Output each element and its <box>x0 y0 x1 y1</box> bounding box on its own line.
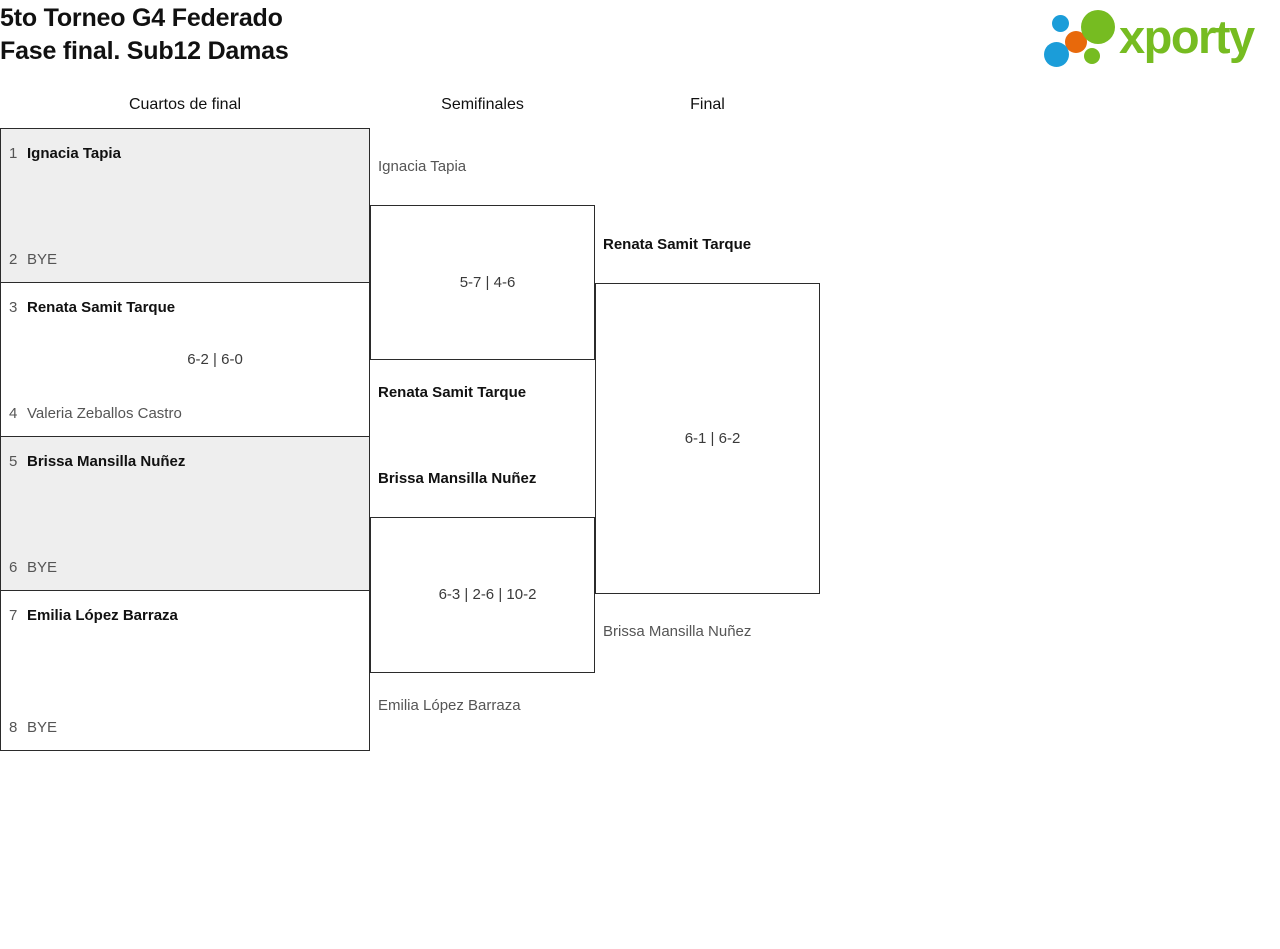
match-slot-player[interactable]: 5 Brissa Mansilla Nuñez <box>1 451 369 473</box>
match-score <box>1 196 369 216</box>
seed-number: 4 <box>9 405 18 422</box>
logo-dot-orange <box>1065 31 1087 53</box>
seed-number: 8 <box>9 719 18 736</box>
player-name: Renata Samit Tarque <box>603 236 752 253</box>
match-slot-player[interactable]: Brissa Mansilla Nuñez <box>596 621 819 643</box>
match-score <box>1 661 369 681</box>
player-name: Emilia López Barraza <box>378 697 521 714</box>
match-slot-player[interactable]: Brissa Mansilla Nuñez <box>371 468 594 490</box>
player-name: Brissa Mansilla Nuñez <box>603 623 752 640</box>
seed-number: 5 <box>9 453 18 470</box>
page-header: 5to Torneo G4 Federado Fase final. Sub12… <box>0 0 1280 80</box>
match-score: 6-1 | 6-2 <box>684 429 741 447</box>
logo-dot-green-large <box>1081 10 1115 44</box>
player-name: BYE <box>27 719 58 736</box>
match-semifinal-1[interactable]: Ignacia Tapia 5-7 | 4-6 Renata Samit Tar… <box>370 158 595 401</box>
match-quarterfinal-1[interactable]: 1 Ignacia Tapia 2 BYE <box>0 128 370 283</box>
player-name: Ignacia Tapia <box>27 145 121 162</box>
seed-number: 3 <box>9 299 18 316</box>
match-score <box>1 504 369 524</box>
xporty-logo: xporty <box>1044 6 1274 68</box>
round-header-semifinals: Semifinales <box>441 96 524 113</box>
player-name: Ignacia Tapia <box>378 158 467 175</box>
match-slot-player[interactable]: Ignacia Tapia <box>371 156 594 178</box>
match-slot-player[interactable]: 6 BYE <box>1 557 369 579</box>
player-name: Brissa Mansilla Nuñez <box>378 470 537 487</box>
logo-dot-green-small <box>1084 48 1100 64</box>
player-name: Brissa Mansilla Nuñez <box>27 453 186 470</box>
player-name: BYE <box>27 251 58 268</box>
match-slot-player[interactable]: 4 Valeria Zeballos Castro <box>1 403 369 425</box>
logo-wordmark: xporty <box>1119 10 1255 63</box>
match-slot-player[interactable]: 8 BYE <box>1 717 369 739</box>
seed-number: 1 <box>9 145 18 162</box>
match-slot-player[interactable]: 1 Ignacia Tapia <box>1 143 369 165</box>
match-score: 6-3 | 2-6 | 10-2 <box>438 586 537 603</box>
match-final[interactable]: Renata Samit Tarque 6-1 | 6-2 Brissa Man… <box>595 236 820 640</box>
match-slot-player[interactable]: 7 Emilia López Barraza <box>1 605 369 627</box>
page-title: 5to Torneo G4 Federado Fase final. Sub12… <box>0 4 289 65</box>
seed-number: 6 <box>9 559 18 576</box>
player-name: Valeria Zeballos Castro <box>27 405 182 422</box>
match-quarterfinal-2[interactable]: 3 Renata Samit Tarque 6-2 | 6-0 4 Valeria … <box>0 282 370 437</box>
match-slot-player[interactable]: 2 BYE <box>1 249 369 271</box>
match-quarterfinal-4[interactable]: 7 Emilia López Barraza 8 BYE <box>0 590 370 751</box>
player-name: Renata Samit Tarque <box>378 384 527 401</box>
player-name: Renata Samit Tarque <box>27 299 176 316</box>
logo-dot-blue-large <box>1044 42 1069 67</box>
round-header-quarterfinals: Cuartos de final <box>128 96 242 113</box>
match-quarterfinal-3[interactable]: 5 Brissa Mansilla Nuñez 6 BYE <box>0 436 370 591</box>
match-slot-player[interactable]: Renata Samit Tarque <box>371 382 594 404</box>
player-name: BYE <box>27 559 58 576</box>
match-score: 5-7 | 4-6 <box>459 273 516 291</box>
match-slot-player[interactable]: Emilia López Barraza <box>371 695 594 717</box>
match-semifinal-2[interactable]: Brissa Mansilla Nuñez 6-3 | 2-6 | 10-2 E… <box>370 470 595 714</box>
match-slot-player[interactable]: Renata Samit Tarque <box>596 234 819 256</box>
seed-number: 2 <box>9 251 18 268</box>
match-score: 6-2 | 6-0 <box>187 350 243 368</box>
match-slot-player[interactable]: 3 Renata Samit Tarque <box>1 297 369 319</box>
logo-dot-blue-small <box>1052 15 1069 32</box>
seed-number: 7 <box>9 607 18 624</box>
player-name: Emilia López Barraza <box>27 607 178 624</box>
round-header-final: Final <box>690 96 725 113</box>
